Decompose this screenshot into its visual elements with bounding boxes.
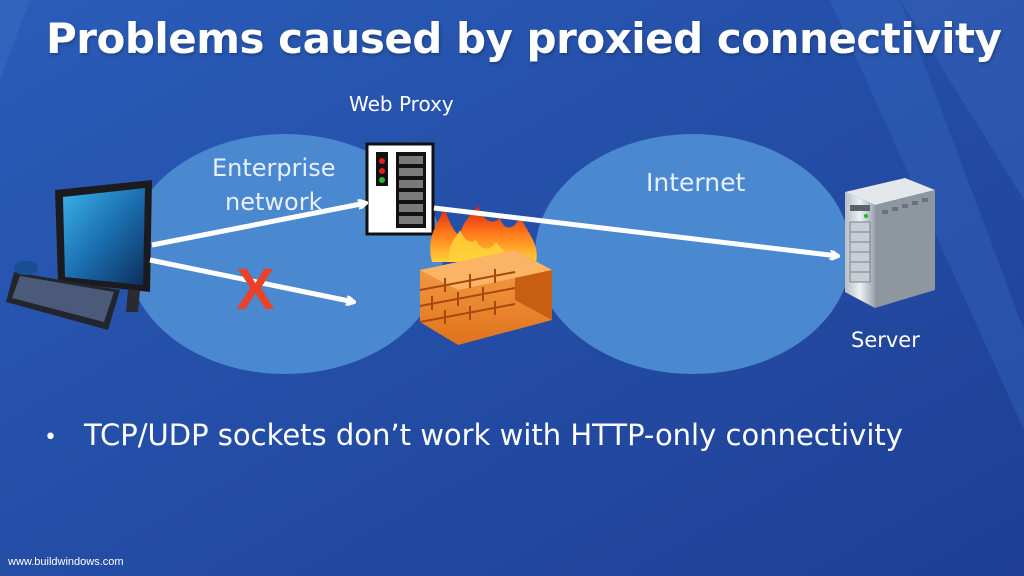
enterprise-label-line1: Enterprise <box>212 154 336 182</box>
background-streak <box>900 0 1024 200</box>
background-streak <box>0 0 30 80</box>
bullet-text: TCP/UDP sockets don’t work with HTTP-onl… <box>84 418 903 452</box>
server-label: Server <box>851 328 920 352</box>
enterprise-label-line2: network <box>225 188 323 216</box>
web-proxy-server-icon <box>365 142 435 236</box>
desktop-computer-icon <box>6 180 152 330</box>
bullet-marker: • <box>44 424 57 450</box>
footer-url: www.buildwindows.com <box>8 556 124 568</box>
internet-cloud <box>535 134 851 374</box>
bullet-item: • TCP/UDP sockets don’t work with HTTP-on… <box>44 418 903 452</box>
proxy-to-server-arrow <box>433 205 838 256</box>
enterprise-network-label: Enterprise network <box>212 151 335 219</box>
web-proxy-label: Web Proxy <box>349 92 454 116</box>
enterprise-network-cloud <box>127 134 443 374</box>
blocked-x-mark: X <box>236 257 275 322</box>
firewall-icon <box>419 205 552 345</box>
blocked-direct-arrow <box>149 257 354 302</box>
server-tower-icon <box>845 178 935 308</box>
enterprise-to-proxy-arrow <box>151 203 366 248</box>
slide-title: Problems caused by proxied connectivity <box>46 14 1002 63</box>
internet-label: Internet <box>646 168 746 197</box>
